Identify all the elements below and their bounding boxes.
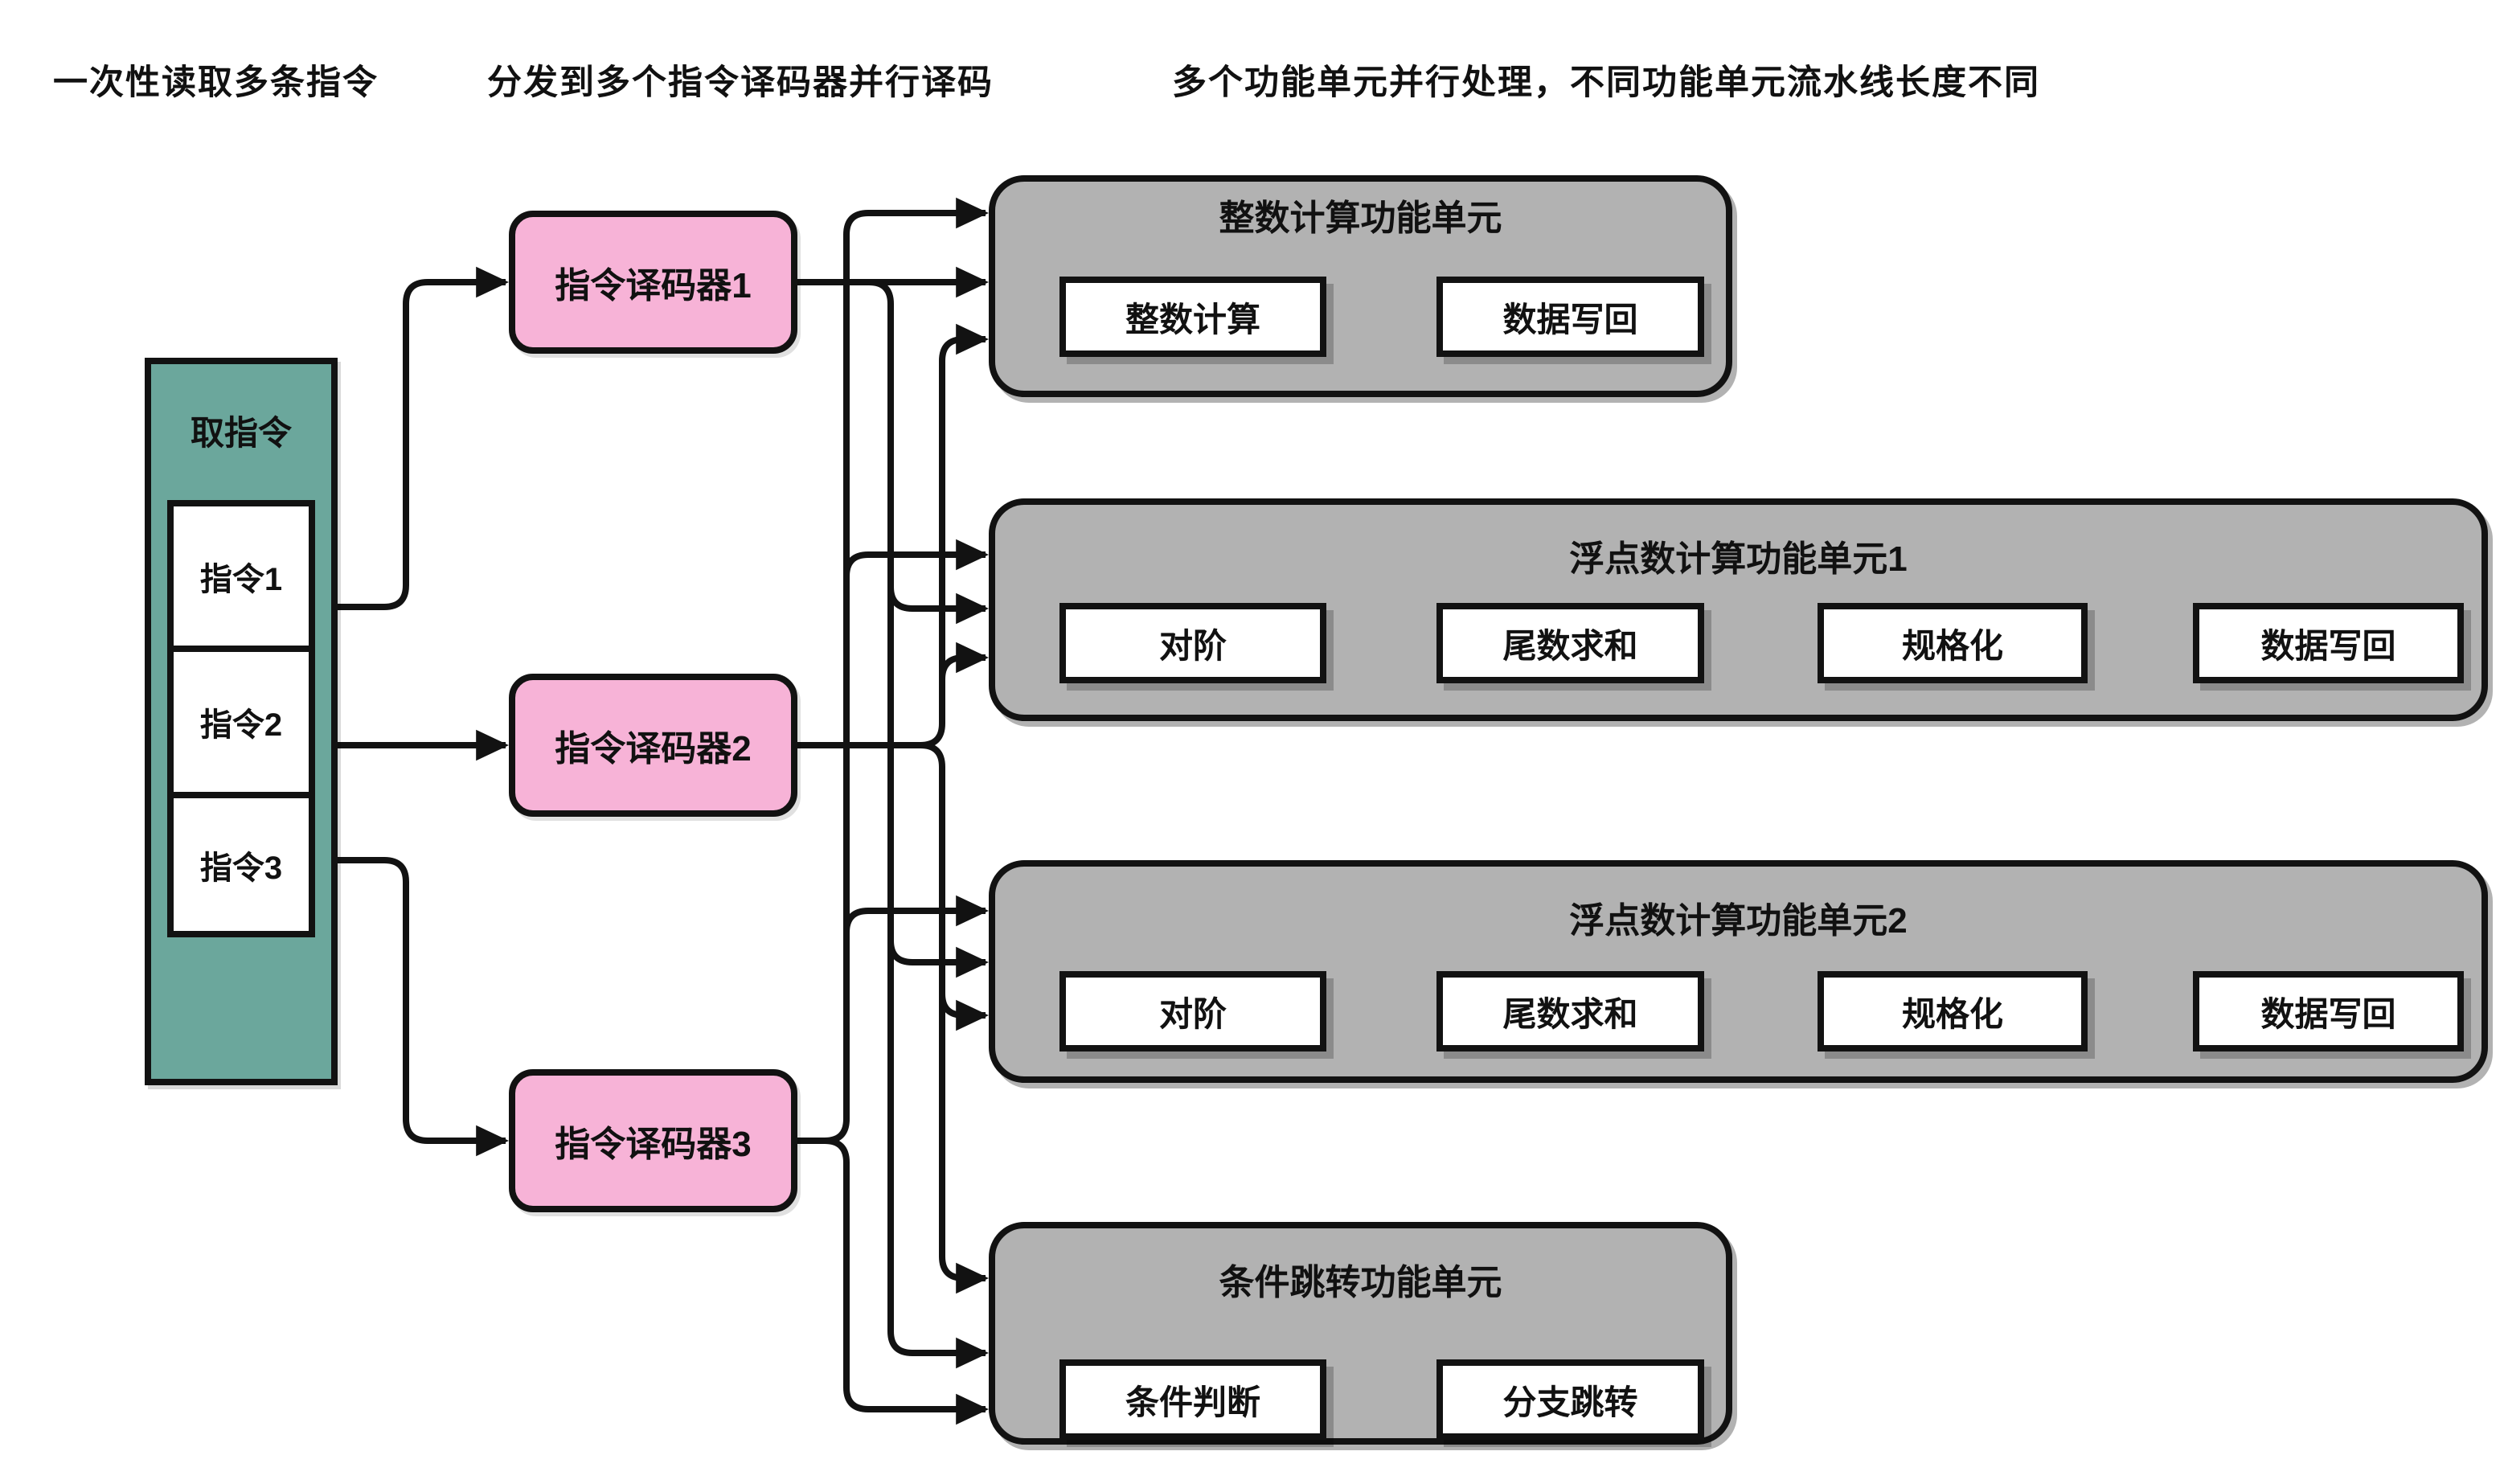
- connector-instr3-to-decoder3: [315, 857, 509, 1157]
- unit-float2-stage-align: 对阶: [1059, 971, 1326, 1052]
- unit-float1-title: 浮点数计算功能单元1: [1569, 539, 1908, 579]
- connector-decoder1-trunk-to-unit4: [868, 279, 989, 1369]
- unit-float1-stage-mantissa-sum: 尾数求和: [1436, 603, 1704, 683]
- connector-instr1-to-decoder1: [315, 266, 509, 610]
- connector-decoder3-trunk-to-unit1: [824, 197, 989, 1144]
- instruction-1-box: 指令1: [167, 500, 315, 652]
- annotation-fetch: 一次性读取多条指令: [53, 64, 379, 102]
- unit-integer-title: 整数计算功能单元: [1219, 199, 1502, 238]
- unit-float1-stage-normalize: 规格化: [1818, 603, 2088, 683]
- decoder-2-box: 指令译码器2: [509, 674, 797, 817]
- unit-float2-stage-mantissa-sum: 尾数求和: [1436, 971, 1704, 1052]
- unit-integer-box: 整数计算功能单元 整数计算 数据写回: [989, 175, 1732, 397]
- unit-integer-stage-compute: 整数计算: [1059, 277, 1326, 357]
- unit-integer-stage-writeback: 数据写回: [1436, 277, 1704, 357]
- unit-branch-title: 条件跳转功能单元: [1219, 1263, 1502, 1302]
- unit-float1-stage-align: 对阶: [1059, 603, 1326, 683]
- unit-float2-title: 浮点数计算功能单元2: [1569, 901, 1908, 941]
- unit-branch-stage-condition: 条件判断: [1059, 1359, 1326, 1440]
- instruction-3-box: 指令3: [167, 792, 315, 937]
- annotation-decode: 分发到多个指令译码器并行译码: [487, 64, 994, 102]
- connector-decoder2-branch-to-unit3: [939, 993, 989, 1031]
- unit-float1-stage-writeback: 数据写回: [2193, 603, 2464, 683]
- annotation-execute: 多个功能单元并行处理，不同功能单元流水线长度不同: [1172, 64, 2040, 102]
- connector-decoder2-trunk-to-unit1: [920, 323, 989, 748]
- decoder-1-box: 指令译码器1: [509, 211, 797, 354]
- connector-decoder2-branch-to-unit2: [939, 642, 989, 680]
- unit-float2-stage-writeback: 数据写回: [2193, 971, 2464, 1052]
- connector-decoder1-branch-to-unit3: [887, 940, 989, 978]
- connector-decoder3-trunk-to-unit4: [824, 1138, 989, 1425]
- unit-float2-stage-normalize: 规格化: [1818, 971, 2088, 1052]
- unit-branch-box: 条件跳转功能单元 条件判断 分支跳转: [989, 1222, 1732, 1445]
- connector-decoder1-branch-to-unit2: [887, 586, 989, 625]
- instruction-2-box: 指令2: [167, 646, 315, 798]
- decoder-3-box: 指令译码器3: [509, 1069, 797, 1212]
- unit-float2-box: 浮点数计算功能单元2 对阶 尾数求和 规格化 数据写回: [989, 860, 2488, 1083]
- unit-branch-stage-jump: 分支跳转: [1436, 1359, 1704, 1440]
- unit-float1-box: 浮点数计算功能单元1 对阶 尾数求和 规格化 数据写回: [989, 498, 2488, 721]
- connector-decoder3-branch-to-unit3: [843, 895, 989, 933]
- connector-decoder3-branch-to-unit2: [843, 539, 989, 577]
- fetch-stage-title: 取指令: [190, 414, 292, 452]
- connector-decoder2-trunk-to-unit4: [920, 742, 989, 1294]
